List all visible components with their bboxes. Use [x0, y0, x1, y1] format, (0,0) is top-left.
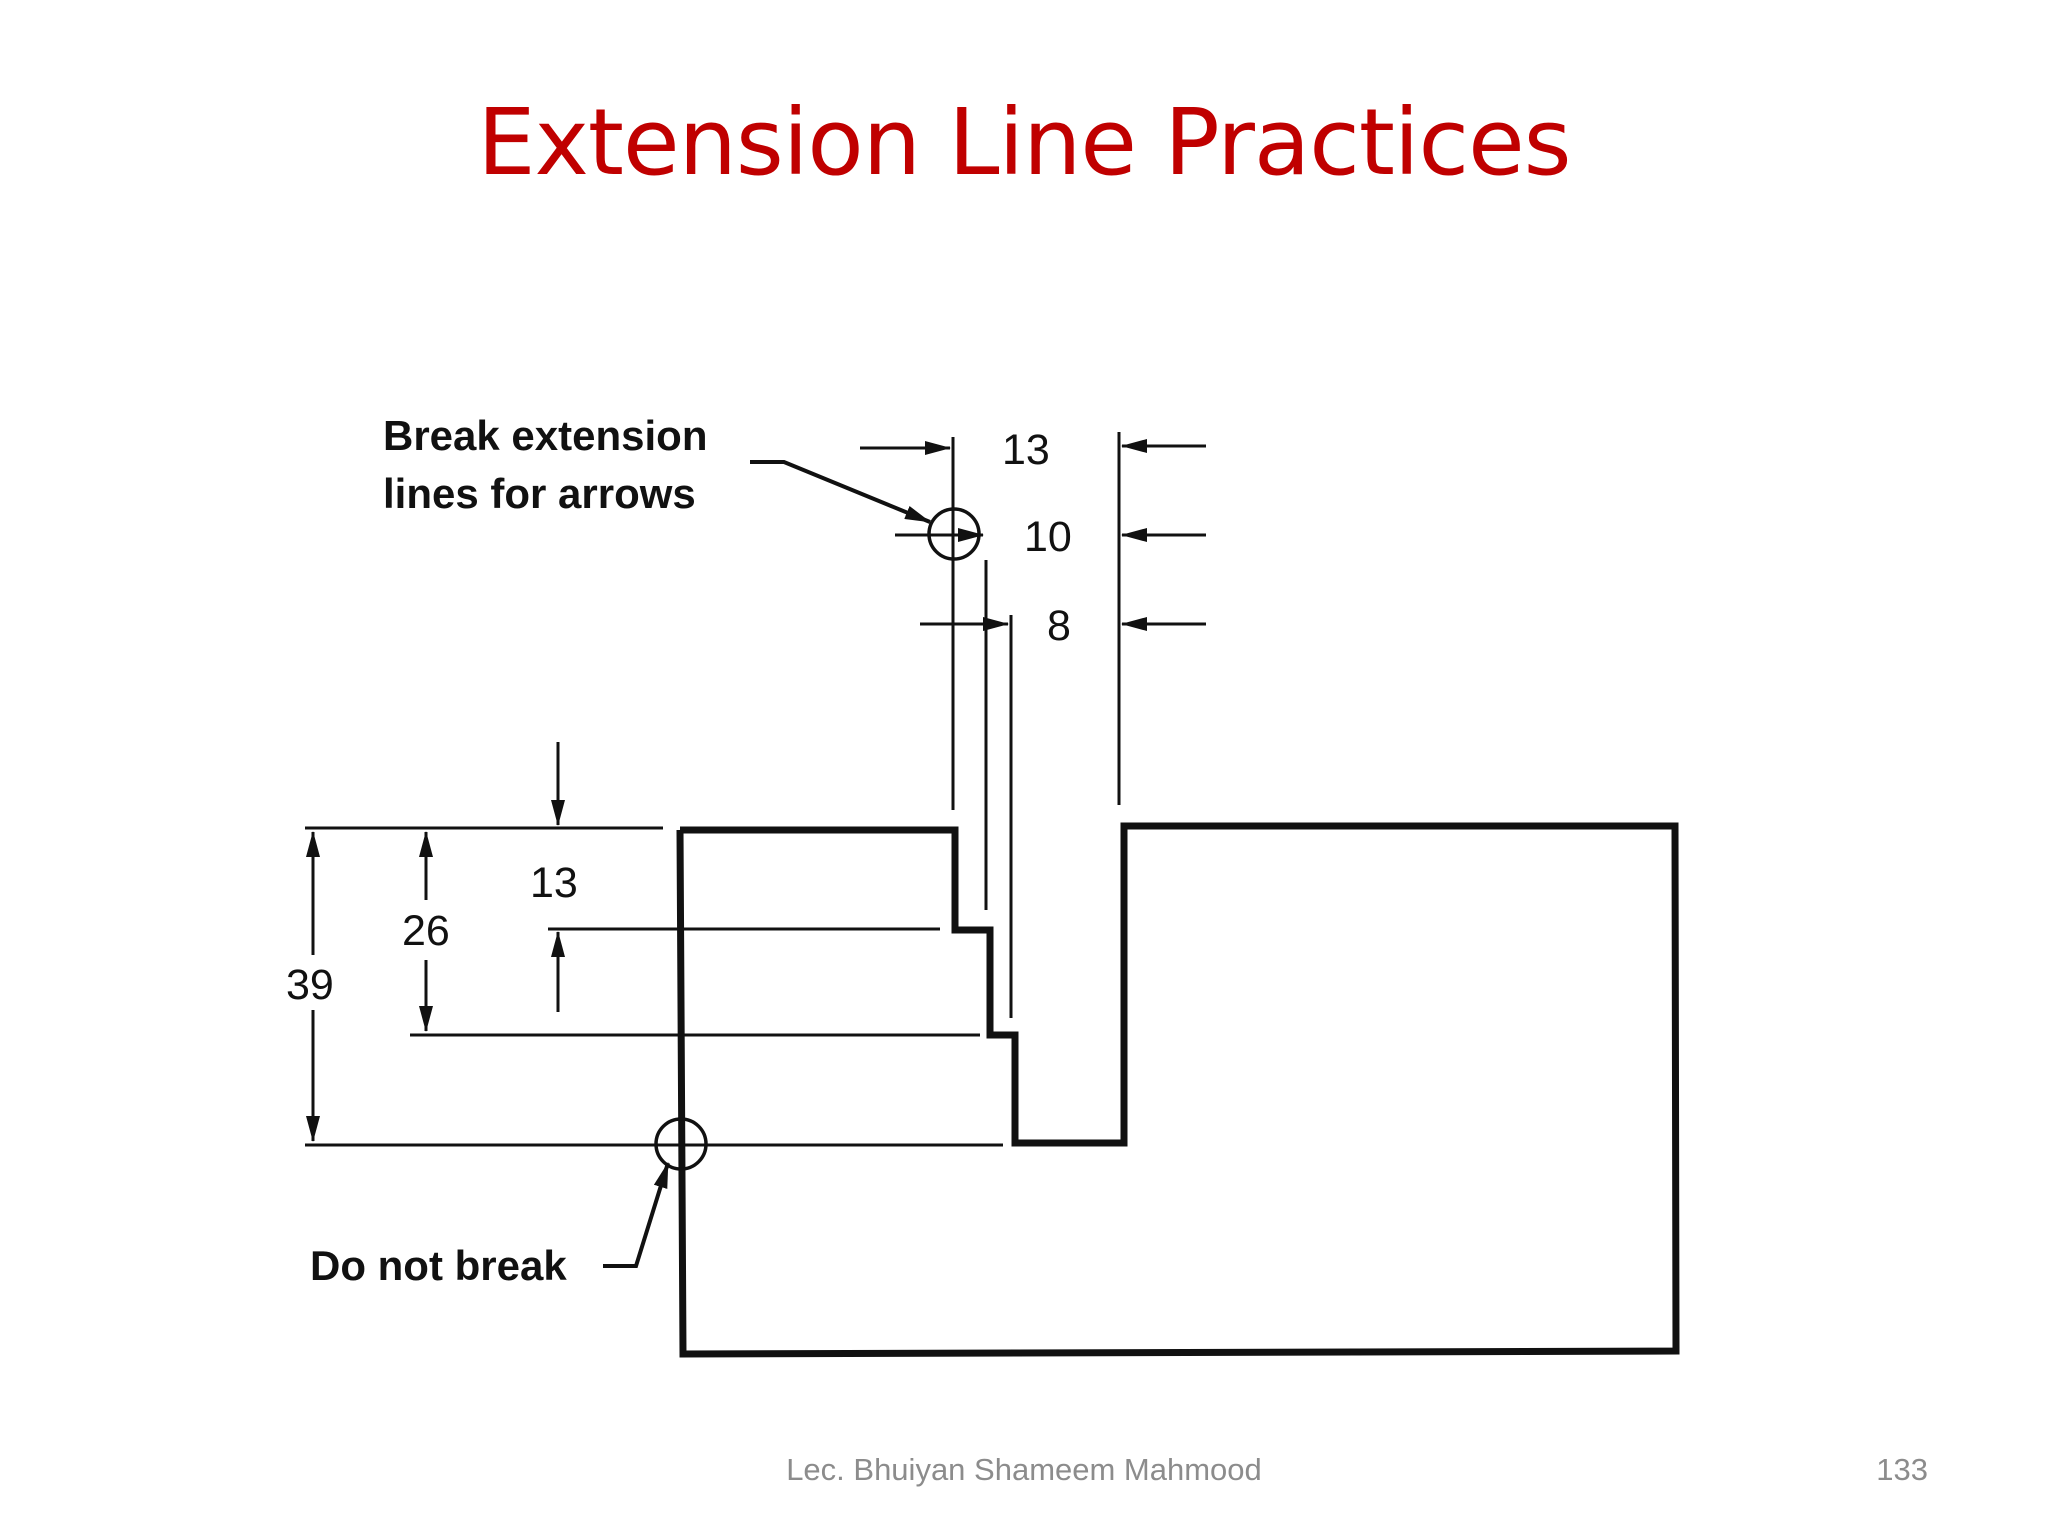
part-outline: [676, 822, 1680, 1358]
do-not-break-leader: [603, 1162, 670, 1268]
slide-title: Extension Line Practices: [477, 89, 1571, 196]
footer-author: Lec. Bhuiyan Shameem Mahmood: [786, 1452, 1262, 1487]
break-note-line1: Break extension: [383, 412, 707, 459]
dim-label-h10: 10: [1024, 513, 1072, 561]
dim-label-h8: 8: [1047, 602, 1071, 650]
break-circle: [927, 507, 981, 561]
dim-label-v39: 39: [286, 961, 334, 1009]
page-number: 133: [1876, 1452, 1928, 1487]
do-not-break-circle: [654, 1117, 708, 1171]
do-not-break-note: Do not break: [310, 1242, 567, 1289]
break-note-leader: [750, 460, 931, 524]
break-note-line2: lines for arrows: [383, 470, 696, 517]
dim-label-v13: 13: [530, 859, 578, 907]
dim-label-v26: 26: [402, 907, 450, 955]
dim-label-h13: 13: [1002, 426, 1050, 474]
